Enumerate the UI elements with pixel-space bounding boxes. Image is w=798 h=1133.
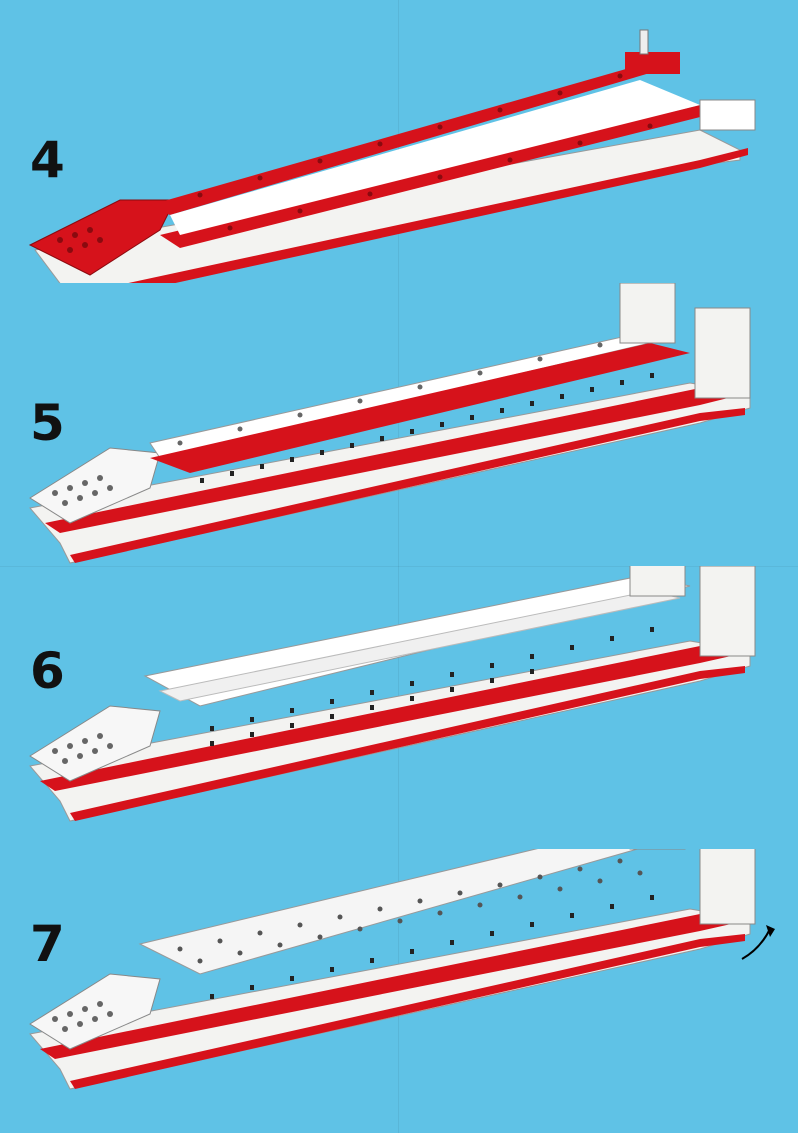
window-row [200, 373, 654, 483]
stern-white-block [699, 99, 756, 131]
stern-tower [699, 849, 756, 925]
stern-red-block [625, 52, 680, 74]
ship-superstructure-illustration [29, 566, 756, 822]
funnel [629, 566, 686, 597]
lower-red-stripe [70, 666, 745, 821]
step-7: 7 [0, 849, 798, 1132]
lower-red-stripe [70, 934, 745, 1089]
superstructure-deck [158, 590, 681, 702]
bow-red-plate [28, 199, 176, 276]
paper-crease-horizontal [0, 566, 798, 567]
ship-roof-illustration [29, 849, 775, 1090]
deck-red-rail [150, 343, 690, 473]
window-rows [210, 627, 654, 746]
rotate-arrow-icon [741, 925, 775, 960]
ship-deck-illustration [29, 283, 751, 564]
stern-tower [694, 307, 751, 399]
window-rows [210, 895, 654, 999]
lower-red-stripe [70, 408, 745, 563]
white-studs [52, 342, 603, 506]
inner-deck [170, 80, 700, 235]
step-number: 4 [30, 131, 65, 189]
step-4: 4 [0, 0, 798, 283]
upper-red-stripe [45, 388, 740, 533]
ship-hull-illustration [28, 29, 756, 283]
upper-red-stripe [40, 914, 740, 1059]
step-6: 6 [0, 566, 798, 849]
roof-studs [177, 858, 643, 964]
white-studs [52, 1001, 113, 1032]
stern-tower [699, 566, 756, 657]
step-5: 5 [0, 283, 798, 566]
roof-deck [138, 849, 640, 975]
step-number: 6 [30, 642, 65, 700]
far-red-rail [150, 65, 660, 215]
red-studs [57, 73, 653, 253]
paper-crease-vertical [398, 0, 399, 1133]
step-number: 5 [30, 394, 65, 452]
white-studs [52, 733, 113, 764]
upper-red-stripe [40, 646, 740, 791]
funnel [619, 283, 676, 344]
mast-pin [639, 29, 649, 55]
step-number: 7 [30, 915, 65, 973]
